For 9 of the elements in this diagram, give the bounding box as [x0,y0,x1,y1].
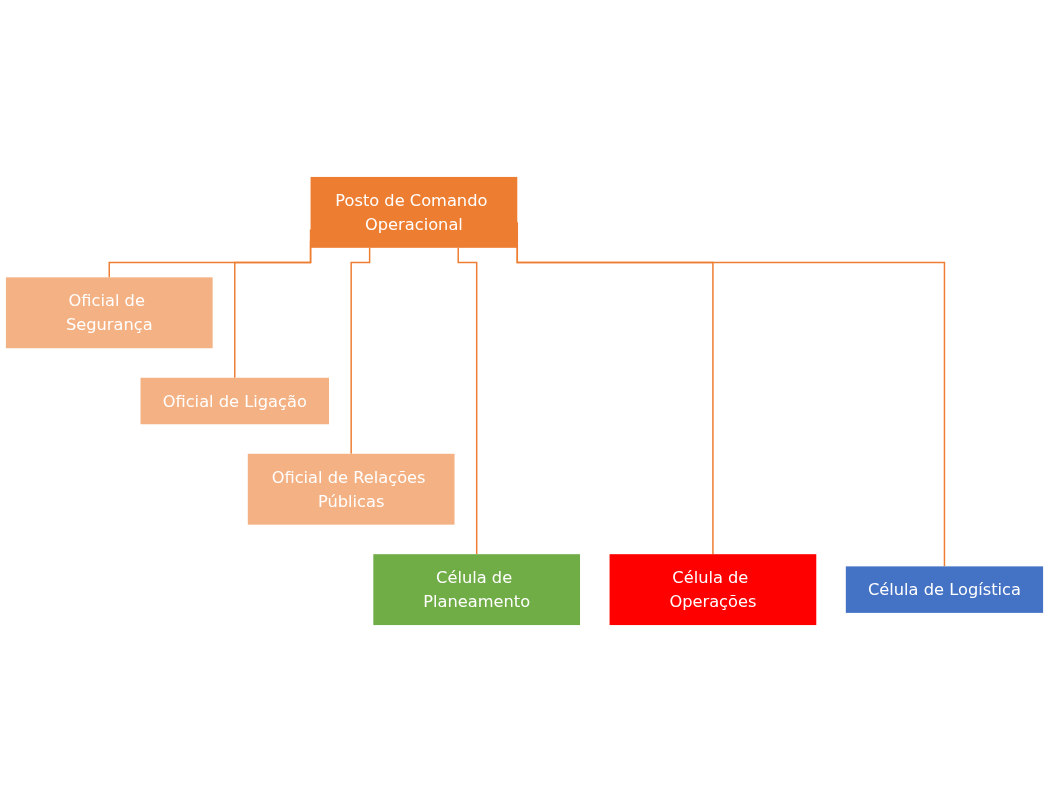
node-box: Posto de Comando Operacional [310,176,518,248]
node-box: Oficial de Ligação [140,377,329,425]
node-box: Oficial de Relações Públicas [247,453,455,525]
connector [350,247,371,455]
connector [457,247,478,555]
node-box: Célula de Logística [845,566,1044,613]
node-box: Oficial de Segurança [5,277,213,349]
node-box: Célula de Operações [609,554,817,626]
node-box: Célula de Planeamento [373,554,581,626]
